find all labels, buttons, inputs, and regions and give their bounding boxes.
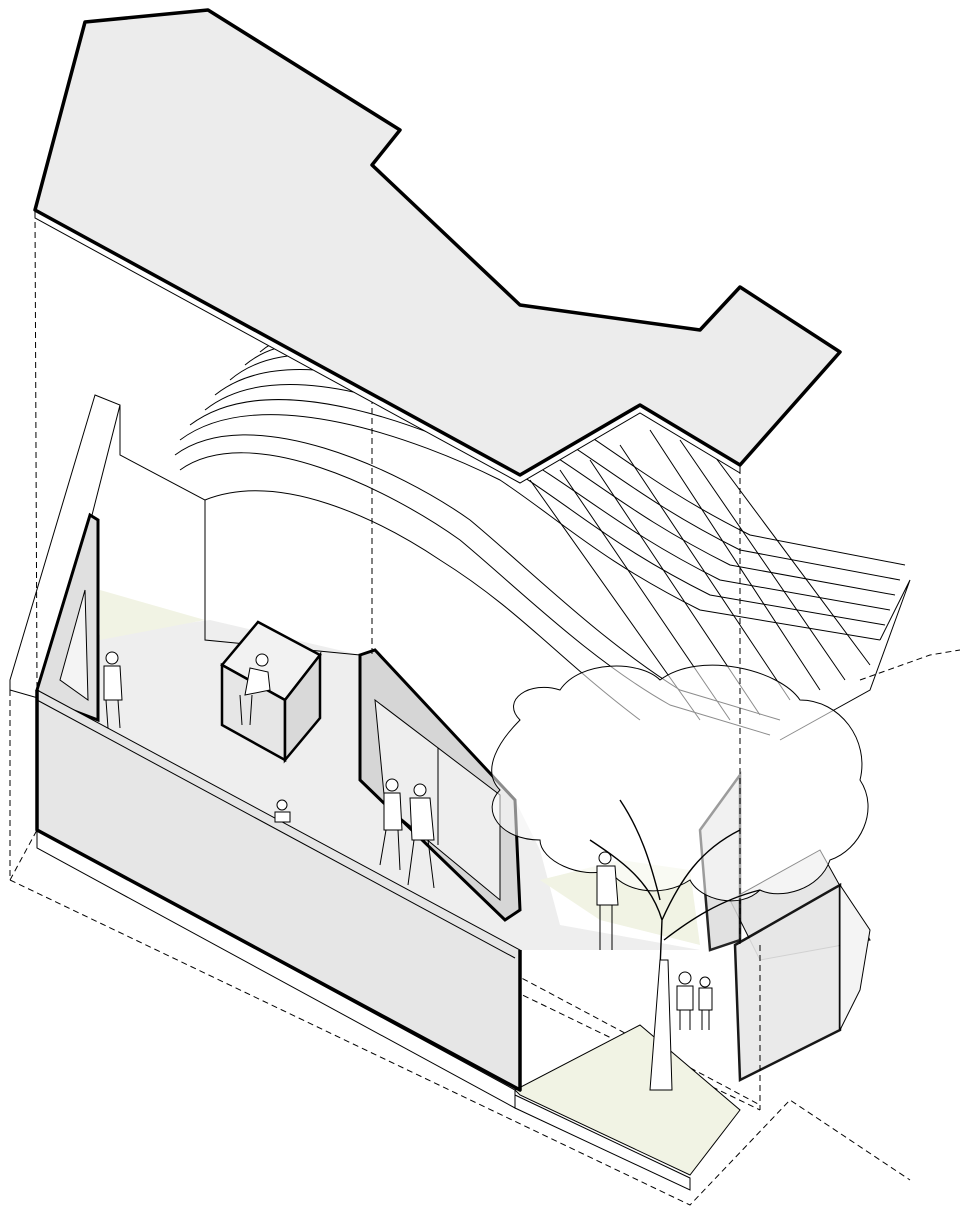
front-wall	[35, 689, 522, 1092]
person-seated	[274, 799, 291, 823]
person-left	[103, 651, 123, 729]
person-at-box	[239, 653, 271, 726]
partition-wall	[358, 648, 522, 922]
tree	[491, 664, 869, 1091]
child-1	[676, 971, 694, 1030]
ground-plinth	[36, 829, 741, 1191]
people	[103, 651, 713, 1030]
person-couple-1	[379, 778, 403, 871]
roof-slab	[33, 8, 842, 484]
person-courtyard	[596, 851, 619, 950]
child-2	[698, 976, 713, 1030]
person-couple-2	[407, 783, 435, 889]
